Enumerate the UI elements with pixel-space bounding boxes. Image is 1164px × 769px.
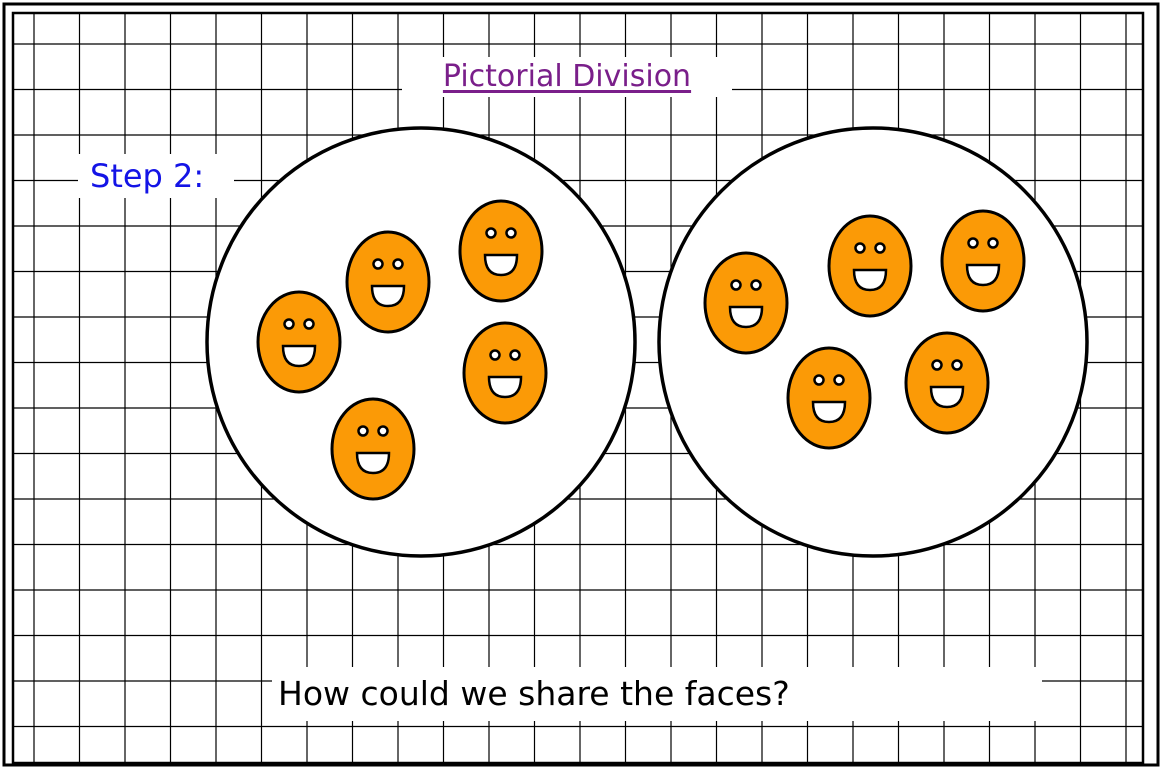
smiley-face-icon [827, 214, 913, 318]
smiley-face-icon [940, 209, 1026, 313]
smiley-face-icon [330, 397, 416, 501]
smiley-face-icon [786, 346, 872, 450]
smiley-face-icon [703, 251, 789, 355]
smiley-face-icon [462, 321, 548, 425]
step-label: Step 2: [78, 154, 234, 198]
smiley-face-icon [256, 290, 342, 394]
worksheet-title: Pictorial Division [402, 57, 732, 97]
smiley-face-icon [904, 331, 990, 435]
group-circle-left [205, 126, 637, 558]
question-text: How could we share the faces? [272, 667, 1042, 721]
smiley-face-icon [458, 199, 544, 303]
group-circle-right [657, 126, 1089, 558]
smiley-face-icon [345, 230, 431, 334]
